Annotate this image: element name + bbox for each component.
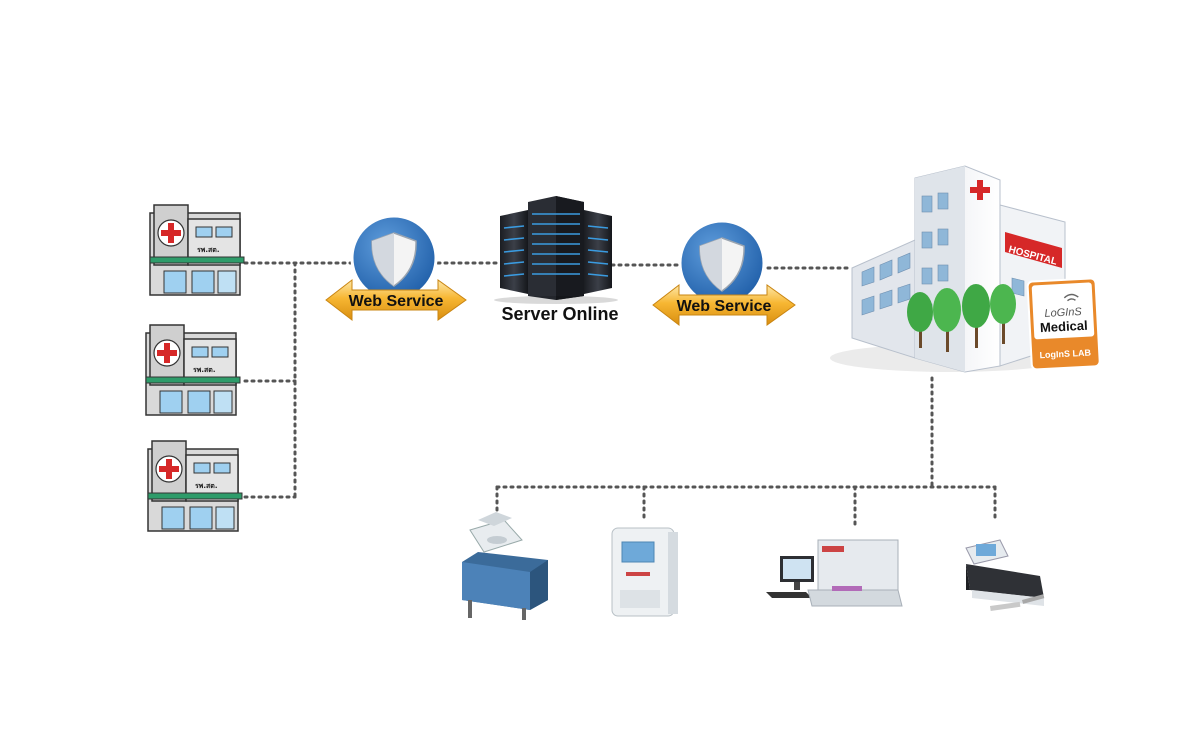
tree-icon bbox=[907, 284, 1016, 352]
urine-analyzer-icon bbox=[965, 539, 1045, 611]
clinic-sign: รพ.สต. bbox=[197, 246, 220, 254]
server: Server Online bbox=[494, 196, 619, 324]
hospital: HOSPITAL bbox=[830, 165, 1070, 373]
logo-tagline: LogInS LAB bbox=[1039, 347, 1091, 360]
logo-brand-line2: Medical bbox=[1040, 318, 1088, 335]
clinic-2: รพ.สต. bbox=[145, 324, 241, 416]
server-icon bbox=[494, 196, 618, 304]
chemistry-analyzer-icon bbox=[462, 512, 548, 620]
logins-logo: LoGInS Medical LogInS LAB bbox=[1026, 277, 1101, 371]
double-arrow bbox=[652, 283, 796, 327]
web-service-label: Web Service bbox=[349, 293, 444, 310]
web-service-right: Web Service bbox=[652, 219, 796, 327]
clinic-sign: รพ.สต. bbox=[193, 366, 216, 374]
server-label: Server Online bbox=[501, 304, 618, 324]
clinic-sign: รพ.สต. bbox=[195, 482, 218, 490]
clinic-1: รพ.สต. bbox=[149, 204, 245, 296]
hematology-analyzer-icon bbox=[766, 539, 903, 607]
logo-brand-line1: LoGInS bbox=[1044, 306, 1083, 320]
web-service-left: Web Service bbox=[325, 214, 467, 322]
clinic-3: รพ.สต. bbox=[147, 440, 243, 532]
web-service-label: Web Service bbox=[677, 298, 772, 315]
double-arrow bbox=[325, 278, 467, 322]
connectors bbox=[243, 261, 997, 530]
electrolyte-analyzer-icon bbox=[611, 527, 678, 617]
wifi-icon bbox=[1063, 293, 1079, 302]
